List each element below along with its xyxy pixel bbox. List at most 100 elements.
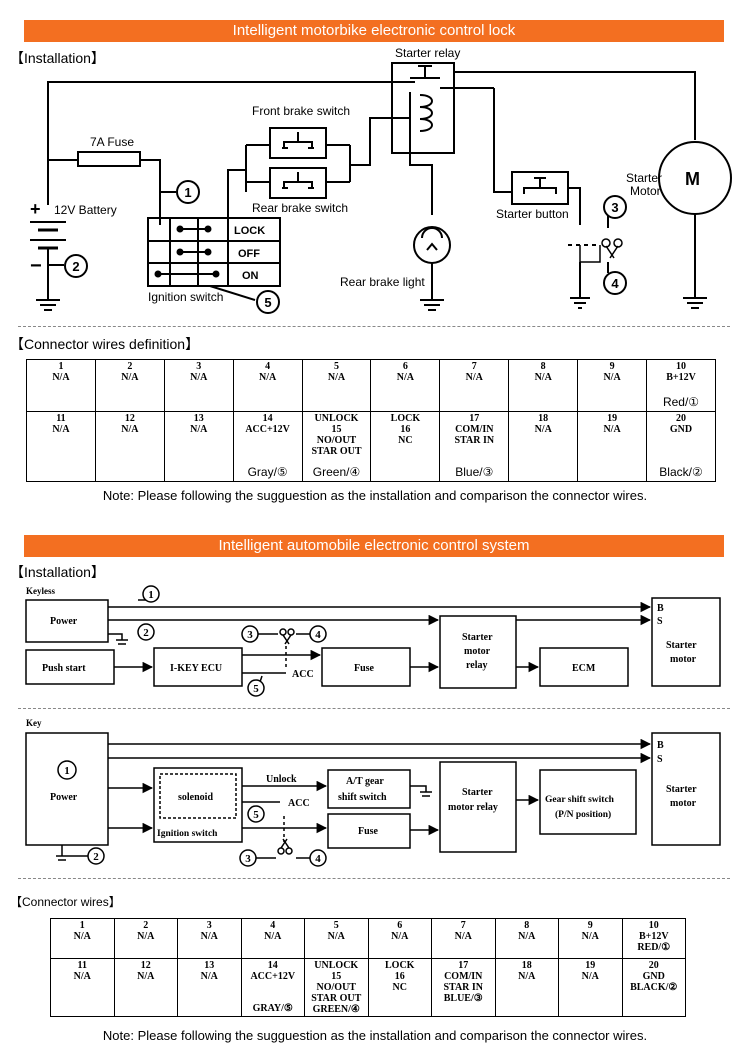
- motorbike-installation-label: 【Installation】: [10, 50, 105, 66]
- connector-wire-color: Green/④: [312, 465, 361, 479]
- relay-coil-icon: [419, 94, 433, 132]
- connector-wire-color: Blue/③: [455, 465, 494, 479]
- cut-point-icon: [568, 238, 623, 263]
- keyless-relay-label-2: motor: [464, 646, 491, 657]
- key-at-gear-label-2: shift switch: [338, 792, 387, 803]
- connector-cell-text: COM/IN: [455, 424, 494, 435]
- connector-cell-text: 9: [609, 361, 615, 372]
- connector-cell-text: 14: [267, 960, 278, 971]
- connector-cell-text: 4: [270, 920, 276, 931]
- keyless-motor-label-2: motor: [670, 654, 697, 665]
- connector-cell-text: N/A: [137, 971, 155, 982]
- keyless-power-label: Power: [50, 616, 78, 627]
- connector-cell-text: 9: [587, 920, 593, 931]
- starter-motor-icon: [658, 141, 732, 309]
- connector-cell-text: 12: [140, 960, 151, 971]
- keyless-starter-relay-box: [439, 615, 517, 689]
- connector-cell-text: 14: [262, 413, 273, 424]
- automobile-note: Note: Please following the sugguestion a…: [102, 1028, 648, 1043]
- connector-cell-text: N/A: [581, 931, 599, 942]
- connector-wire-color: GRAY/⑤: [252, 1003, 293, 1014]
- ignition-switch-icon: [147, 217, 281, 287]
- keyless-ecm-box: [539, 647, 629, 687]
- marker-1: 1: [184, 185, 191, 200]
- connector-cell-text: 1: [58, 361, 64, 372]
- rear-brake-light-label: Rear brake light: [340, 275, 425, 289]
- connector-cell-text: N/A: [73, 931, 91, 942]
- motorbike-note: Note: Please following the sugguestion a…: [102, 488, 648, 503]
- connector-cell-text: 11: [77, 960, 87, 971]
- marker-5: 5: [264, 295, 271, 310]
- connector-cell-text: N/A: [391, 931, 409, 942]
- connector-cell-text: N/A: [190, 372, 208, 383]
- connector-cell-text: N/A: [200, 931, 218, 942]
- ignition-lock-label: LOCK: [234, 225, 265, 237]
- connector-cell-text: 1: [79, 920, 85, 931]
- connector-cell-text: 13: [204, 960, 215, 971]
- connector-cell-text: N/A: [603, 372, 621, 383]
- keyless-fuse-label: Fuse: [354, 663, 375, 674]
- starter-relay-label: Starter relay: [395, 46, 460, 60]
- connector-cell-text: 5: [333, 920, 339, 931]
- ground-icon-battery: [36, 299, 60, 311]
- connector-cell-text: B+12V: [638, 931, 669, 942]
- connector-cell-text: N/A: [534, 424, 552, 435]
- starter-motor-label-1: Starter: [626, 171, 662, 185]
- keyless-relay-label-3: relay: [466, 660, 487, 671]
- auto-marker-1-key: 1: [64, 765, 70, 777]
- connector-cell-text: COM/IN: [444, 971, 483, 982]
- connector-cell-text: 20: [648, 960, 659, 971]
- key-label: Key: [26, 718, 42, 728]
- connector-cell-text: 18: [538, 413, 549, 424]
- key-at-gear-shift-box: [327, 769, 411, 809]
- connector-cell-text: 16: [400, 424, 411, 435]
- auto-marker-1-keyless: 1: [148, 589, 154, 601]
- connector-cell-text: N/A: [137, 931, 155, 942]
- connector-cell-text: N/A: [454, 931, 472, 942]
- divider: [18, 326, 730, 327]
- connector-cell-text: STAR IN: [443, 982, 484, 993]
- key-motor-label-1: Starter: [666, 784, 697, 795]
- connector-cell-text: N/A: [121, 424, 139, 435]
- connector-cell-text: N/A: [264, 931, 282, 942]
- connector-cell-text: 4: [265, 361, 271, 372]
- key-gear-shift-switch-box: [539, 769, 637, 835]
- key-power-label: Power: [50, 792, 78, 803]
- connector-cell-text: 15: [331, 424, 342, 435]
- connector-cell-text: 16: [394, 971, 405, 982]
- divider: [18, 708, 730, 709]
- connector-cell-text: 8: [524, 920, 530, 931]
- connector-cell-text: 5: [334, 361, 339, 372]
- key-unlock-label: Unlock: [266, 774, 297, 785]
- connector-cell-text: ACC+12V: [245, 424, 290, 435]
- connector-cell-text: UNLOCK: [314, 960, 359, 971]
- connector-cell-text: N/A: [190, 424, 208, 435]
- automobile-wiring-diagram: Keyless Power Push start I-KEY ECU ACC F…: [25, 585, 721, 867]
- connector-wire-color: Black/②: [659, 465, 703, 479]
- keyless-ikey-ecu-label: I-KEY ECU: [170, 663, 222, 674]
- connector-cell-text: B+12V: [666, 372, 696, 383]
- connector-cell-text: N/A: [396, 372, 415, 383]
- key-starter-motor-box: [651, 732, 721, 846]
- marker-3: 3: [611, 200, 618, 215]
- ignition-on-label: ON: [242, 270, 259, 282]
- connector-cell-text: 6: [402, 361, 408, 372]
- battery-minus-label: −: [30, 255, 42, 277]
